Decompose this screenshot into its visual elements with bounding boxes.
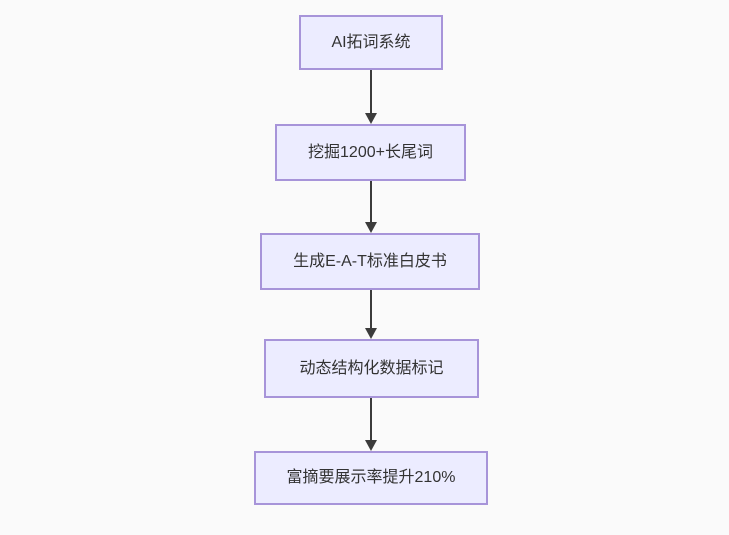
flow-arrow-3 [364,290,378,339]
flow-node-eat-whitepaper: 生成E-A-T标准白皮书 [260,233,480,290]
flow-arrow-1 [364,70,378,124]
flow-node-rich-snippet-result: 富摘要展示率提升210% [254,451,488,505]
flow-node-structured-data-markup: 动态结构化数据标记 [264,339,479,398]
arrow-head-icon [365,328,377,339]
flow-node-label: 动态结构化数据标记 [299,359,444,377]
flow-node-label: AI拓词系统 [331,33,411,51]
flow-arrow-4 [364,398,378,451]
arrow-head-icon [365,440,377,451]
arrow-head-icon [365,222,377,233]
arrow-line [370,181,372,223]
arrow-line [370,290,372,329]
flow-node-label: 生成E-A-T标准白皮书 [293,252,447,270]
arrow-line [370,70,372,114]
arrow-line [370,398,372,441]
flow-node-label: 富摘要展示率提升210% [286,469,456,487]
flow-node-longtail-mining: 挖掘1200+长尾词 [275,124,466,181]
flow-node-ai-keyword-system: AI拓词系统 [299,15,443,70]
arrow-head-icon [365,113,377,124]
flow-node-label: 挖掘1200+长尾词 [308,143,433,161]
flow-arrow-2 [364,181,378,233]
